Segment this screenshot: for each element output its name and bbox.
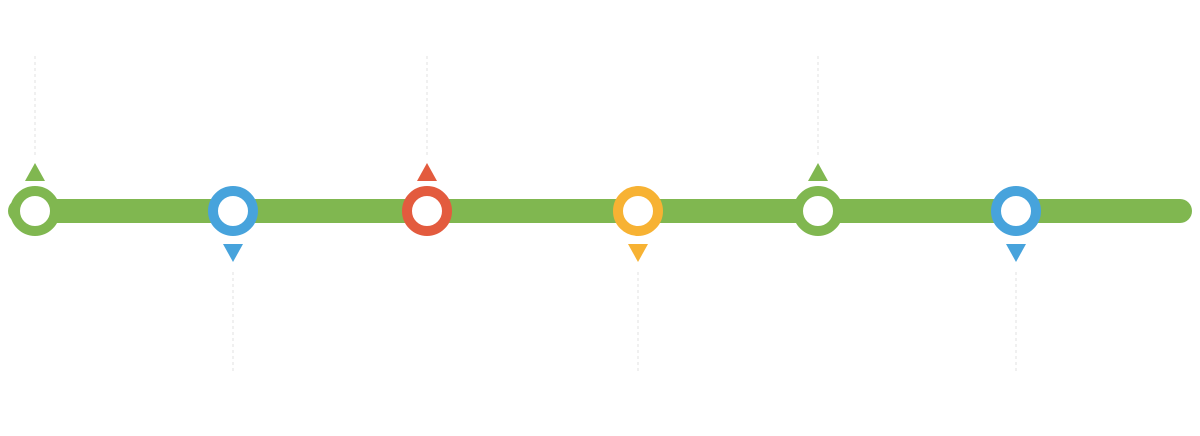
milestone-5-ring xyxy=(793,186,843,236)
milestone-6-triangle-down-icon xyxy=(1006,244,1026,262)
milestone-2-ring xyxy=(208,186,258,236)
milestone-5-triangle-up-icon xyxy=(808,163,828,181)
milestone-1-triangle-up-icon xyxy=(25,163,45,181)
milestone-1-ring xyxy=(10,186,60,236)
milestone-6-ring xyxy=(991,186,1041,236)
milestone-3-ring xyxy=(402,186,452,236)
milestone-3-triangle-up-icon xyxy=(417,163,437,181)
milestone-4-triangle-down-icon xyxy=(628,244,648,262)
milestone-2-triangle-down-icon xyxy=(223,244,243,262)
milestone-4-ring xyxy=(613,186,663,236)
